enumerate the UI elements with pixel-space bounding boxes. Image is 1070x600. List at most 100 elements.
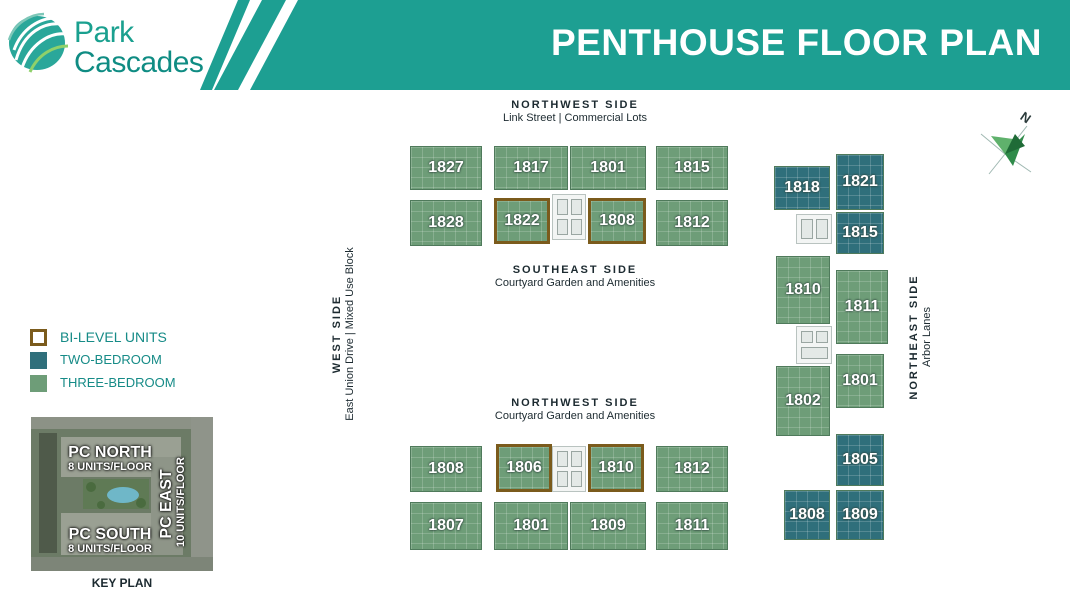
unit-1801: 1801 <box>570 146 646 190</box>
unit-1809: 1809 <box>836 490 884 540</box>
unit-number: 1806 <box>506 459 542 476</box>
unit-number: 1805 <box>842 451 878 468</box>
unit-1802: 1802 <box>776 366 830 436</box>
east-core-upper <box>796 214 832 244</box>
unit-number: 1810 <box>598 459 634 476</box>
legend-label-three-bedroom: THREE-BEDROOM <box>60 375 176 390</box>
unit-1818: 1818 <box>774 166 830 210</box>
north-bottom-label-title: SOUTHEAST SIDE <box>512 264 638 276</box>
compass: N <box>975 109 1039 180</box>
three-bedroom-swatch <box>30 375 47 392</box>
unit-1810: 1810 <box>588 444 644 492</box>
west-side-label: WEST SIDE East Union Drive | Mixed Use B… <box>331 204 387 464</box>
unit-1801: 1801 <box>494 502 568 550</box>
header-background <box>200 0 1070 90</box>
unit-number: 1811 <box>844 298 880 315</box>
north-top-label-title: NORTHWEST SIDE <box>511 99 639 111</box>
unit-1815: 1815 <box>836 212 884 254</box>
legend-label-two-bedroom: TWO-BEDROOM <box>60 352 162 367</box>
unit-number: 1815 <box>842 224 878 241</box>
unit-number: 1801 <box>590 159 626 176</box>
header: Park Cascades PENTHOUSE FLOOR PLAN <box>0 0 1070 92</box>
unit-number: 1827 <box>428 159 464 176</box>
unit-number: 1808 <box>428 460 464 477</box>
unit-1821: 1821 <box>836 154 884 210</box>
unit-number: 1808 <box>599 212 635 229</box>
south-top-label-title: NORTHWEST SIDE <box>511 397 639 409</box>
unit-1810: 1810 <box>776 256 830 324</box>
northeast-label-sub: Arbor Lanes <box>921 307 933 367</box>
key-plan-east-units: 10 UNITS/FLOOR <box>175 457 187 547</box>
north-bottom-label-sub: Courtyard Garden and Amenities <box>494 277 656 289</box>
west-label-sub: East Union Drive | Mixed Use Block <box>344 247 356 421</box>
unit-number: 1801 <box>842 372 878 389</box>
legend-label-bi-level: BI-LEVEL UNITS <box>60 329 167 345</box>
unit-1807: 1807 <box>410 502 482 550</box>
northeast-label-title: NORTHEAST SIDE <box>908 274 920 400</box>
unit-number: 1809 <box>842 506 878 523</box>
title-banner <box>250 0 1070 90</box>
key-plan-south-name: PC SOUTH <box>68 526 152 543</box>
banner-stripe-2 <box>214 0 286 90</box>
unit-1827: 1827 <box>410 146 482 190</box>
unit-number: 1809 <box>590 517 626 534</box>
key-plan-east-name: PC EAST <box>158 469 175 539</box>
south-core <box>552 446 586 492</box>
unit-1817: 1817 <box>494 146 568 190</box>
unit-number: 1802 <box>785 392 821 409</box>
unit-1812: 1812 <box>656 200 728 246</box>
unit-number: 1821 <box>842 173 878 190</box>
east-core-lower <box>796 326 832 364</box>
key-plan-north: PC NORTH 8 UNITS/FLOOR <box>67 444 153 474</box>
key-plan-map: PC NORTH 8 UNITS/FLOOR PC SOUTH 8 UNITS/… <box>31 417 213 571</box>
unit-number: 1812 <box>674 214 710 231</box>
north-tower-top-label: NORTHWEST SIDE Link Street | Commercial … <box>460 99 690 124</box>
two-bedroom-swatch <box>30 352 47 369</box>
unit-1808: 1808 <box>784 490 830 540</box>
unit-1815: 1815 <box>656 146 728 190</box>
bi-level-swatch <box>30 329 47 346</box>
west-label-title: WEST SIDE <box>331 294 343 374</box>
unit-1805: 1805 <box>836 434 884 486</box>
unit-number: 1810 <box>785 281 821 298</box>
unit-1812: 1812 <box>656 446 728 492</box>
unit-1808: 1808 <box>588 198 646 244</box>
key-plan-caption: KEY PLAN <box>91 576 153 590</box>
key-plan-south-units: 8 UNITS/FLOOR <box>68 543 152 555</box>
unit-number: 1812 <box>674 460 710 477</box>
key-plan-north-units: 8 UNITS/FLOOR <box>68 461 152 473</box>
banner-stripe-1 <box>200 0 250 90</box>
unit-1822: 1822 <box>494 198 550 244</box>
key-plan-east: PC EAST 10 UNITS/FLOOR <box>158 457 193 547</box>
north-top-label-sub: Link Street | Commercial Lots <box>502 112 648 124</box>
unit-number: 1811 <box>674 517 710 534</box>
page-title: PENTHOUSE FLOOR PLAN <box>550 22 1042 63</box>
unit-1806: 1806 <box>496 444 552 492</box>
south-tower-top-label: NORTHWEST SIDE Courtyard Garden and Amen… <box>460 397 690 422</box>
unit-1811: 1811 <box>656 502 728 550</box>
logo-wordmark: Park Cascades <box>74 16 204 79</box>
unit-number: 1818 <box>784 179 820 196</box>
key-plan-north-name: PC NORTH <box>68 444 152 461</box>
unit-number: 1822 <box>504 212 540 229</box>
leaf-icon <box>7 12 69 73</box>
unit-number: 1807 <box>428 517 464 534</box>
unit-1801: 1801 <box>836 354 884 408</box>
north-core <box>552 194 586 240</box>
northeast-side-label: NORTHEAST SIDE Arbor Lanes <box>908 257 948 417</box>
key-plan-aerial <box>31 417 213 571</box>
unit-number: 1828 <box>428 214 464 231</box>
unit-1808: 1808 <box>410 446 482 492</box>
unit-number: 1808 <box>789 506 825 523</box>
logo-line-park: Park <box>74 16 134 49</box>
unit-number: 1801 <box>513 517 549 534</box>
park-cascades-logo: Park Cascades <box>4 4 214 90</box>
unit-1809: 1809 <box>570 502 646 550</box>
north-tower-bottom-label: SOUTHEAST SIDE Courtyard Garden and Amen… <box>460 264 690 289</box>
south-top-label-sub: Courtyard Garden and Amenities <box>494 410 656 422</box>
compass-icon <box>980 125 1032 175</box>
unit-1811: 1811 <box>836 270 888 344</box>
logo-line-cascades: Cascades <box>74 46 204 79</box>
key-plan-south: PC SOUTH 8 UNITS/FLOOR <box>67 526 153 556</box>
unit-number: 1815 <box>674 159 710 176</box>
